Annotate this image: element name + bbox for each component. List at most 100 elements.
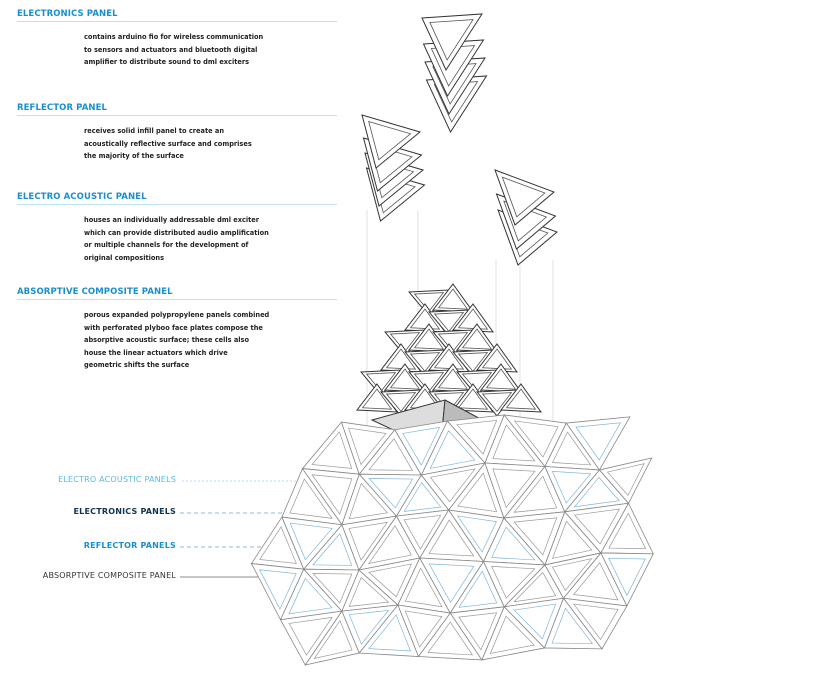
mesh-cell-inset bbox=[491, 566, 536, 599]
section-heading: REFLECTOR PANEL bbox=[17, 103, 337, 116]
mesh-cell-inset bbox=[551, 431, 592, 466]
panel-inset bbox=[429, 19, 474, 61]
panel-inset bbox=[485, 368, 517, 390]
description-line: houses an individually addressable dml e… bbox=[84, 216, 260, 224]
panel-inset bbox=[481, 392, 513, 412]
mesh-cell-inset bbox=[368, 563, 413, 598]
section-description: houses an individually addressable dml e… bbox=[84, 214, 337, 264]
section-electronics-panel: ELECTRONICS PANEL contains arduino fio f… bbox=[17, 9, 337, 69]
panel-inset bbox=[413, 328, 445, 350]
section-description: contains arduino fio for wireless commun… bbox=[84, 31, 337, 69]
panel-inset bbox=[389, 332, 421, 352]
mesh-cell-inset bbox=[312, 573, 353, 604]
mesh-cell-inset bbox=[457, 472, 498, 513]
mesh-cell-inset bbox=[259, 526, 297, 564]
callout-reflector-panels: REFLECTOR PANELS bbox=[83, 541, 176, 550]
mesh-cell-inset bbox=[403, 514, 442, 550]
mesh-cell-inset bbox=[608, 557, 646, 597]
mesh-cell bbox=[562, 597, 628, 650]
section-heading: ELECTRONICS PANEL bbox=[17, 9, 337, 22]
panel-frame bbox=[361, 114, 422, 169]
mesh-cell-inset bbox=[311, 431, 353, 469]
panel-inset bbox=[437, 288, 469, 310]
mesh-cell-inset bbox=[608, 512, 647, 550]
panel-inset bbox=[505, 388, 537, 410]
panel-inset bbox=[385, 392, 417, 412]
mesh-cell-inset bbox=[368, 614, 412, 652]
electronics-panel-stack bbox=[421, 13, 488, 134]
panel-frame bbox=[494, 169, 555, 226]
mesh-cell-inset bbox=[606, 463, 645, 497]
section-electro-acoustic-panel: ELECTRO ACOUSTIC PANEL houses an individ… bbox=[17, 192, 337, 264]
panel-inset bbox=[461, 372, 493, 392]
mesh-cell-inset bbox=[288, 577, 333, 615]
mesh-cell-inset bbox=[404, 610, 443, 648]
panel-inset bbox=[361, 388, 393, 410]
panel-inset bbox=[437, 332, 469, 352]
description-line: acoustically reflective surface and comp… bbox=[84, 139, 252, 148]
mesh-cell-inset bbox=[551, 520, 593, 559]
section-description: porous expanded polypropylene panels com… bbox=[84, 309, 337, 372]
description-line: with perforated plyboo face plates compo… bbox=[84, 323, 263, 332]
mesh-cell-inset bbox=[348, 577, 390, 607]
mesh-cell-inset bbox=[513, 517, 558, 556]
mesh-cell-inset bbox=[368, 478, 414, 509]
mesh-cell-inset bbox=[428, 563, 475, 604]
panel-inset bbox=[461, 328, 493, 350]
mesh-cell-inset bbox=[289, 522, 333, 561]
panel-inset bbox=[437, 368, 469, 390]
mesh-cell-inset bbox=[311, 474, 353, 515]
mesh-cell-inset bbox=[402, 426, 441, 466]
description-line: house the linear actuators which drive bbox=[84, 348, 228, 357]
mesh-cell-inset bbox=[348, 609, 390, 645]
mesh-cell-inset bbox=[513, 603, 557, 640]
mesh-cell-inset bbox=[513, 571, 557, 603]
mesh-cell-inset bbox=[258, 569, 297, 610]
mesh-cell-inset bbox=[513, 420, 559, 458]
panel-frame bbox=[500, 383, 543, 413]
panel-inset bbox=[389, 368, 421, 390]
mesh-cell-inset bbox=[458, 612, 498, 651]
mesh-cell-inset bbox=[573, 476, 620, 508]
panel-inset bbox=[433, 312, 465, 332]
mesh-cell-inset bbox=[574, 508, 621, 545]
panel-inset bbox=[413, 372, 445, 392]
mesh-cell-inset bbox=[403, 482, 442, 512]
mesh-cell-inset bbox=[572, 562, 619, 601]
mesh-cell-inset bbox=[348, 482, 388, 520]
callout-electro-acoustic-panels: ELECTRO ACOUSTIC PANELS bbox=[58, 475, 176, 484]
panel-inset bbox=[368, 120, 412, 161]
callout-electronics-panels: ELECTRONICS PANELS bbox=[73, 507, 176, 516]
mesh-cell-inset bbox=[492, 468, 536, 509]
panel-inset bbox=[457, 352, 489, 372]
mesh-cell-inset bbox=[489, 615, 535, 654]
reflector-panel-stack bbox=[361, 114, 426, 222]
electro-acoustic-panel-stack bbox=[494, 169, 558, 266]
mesh-cell-inset bbox=[348, 521, 389, 561]
description-line: receives solid infill panel to create an bbox=[84, 127, 225, 135]
mesh-cell-inset bbox=[289, 478, 333, 519]
callout-absorptive-composite-panel: ABSORPTIVE COMPOSITE PANEL bbox=[42, 571, 176, 580]
mesh-cell-inset bbox=[456, 419, 498, 455]
mesh-cell-inset bbox=[404, 567, 443, 608]
mesh-cell-inset bbox=[288, 616, 333, 656]
description-line: original compositions bbox=[84, 253, 165, 262]
description-line: the majority of the surface bbox=[84, 152, 184, 160]
mesh-cell-inset bbox=[457, 515, 497, 553]
panel-inset bbox=[457, 388, 489, 410]
panel-surface-mesh bbox=[250, 414, 654, 666]
panel-frame bbox=[421, 13, 483, 72]
mesh-cell-inset bbox=[427, 621, 474, 656]
mesh-cell-inset bbox=[492, 424, 536, 462]
description-line: or multiple channels for the development… bbox=[84, 241, 249, 249]
panel-inset bbox=[365, 372, 397, 392]
mesh-cell bbox=[600, 552, 654, 607]
mesh-cell-inset bbox=[551, 471, 592, 504]
panel-inset bbox=[409, 352, 441, 372]
panel-inset bbox=[501, 176, 546, 218]
description-line: amplifier to distribute sound to dml exc… bbox=[84, 58, 250, 66]
description-line: to sensors and actuators and bluetooth d… bbox=[84, 45, 258, 54]
section-absorptive-composite-panel: ABSORPTIVE COMPOSITE PANEL porous expand… bbox=[17, 287, 337, 372]
mesh-cell-inset bbox=[429, 468, 476, 503]
